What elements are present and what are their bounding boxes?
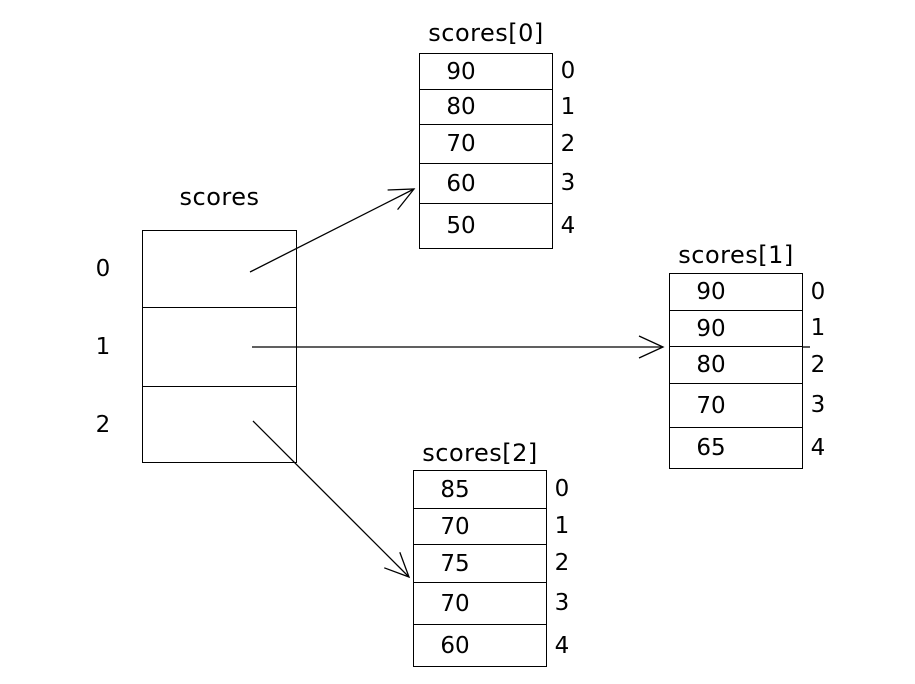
scores-2-indices: 0 1 2 3 4 [550, 470, 574, 667]
array-cell: 70 [414, 509, 546, 545]
array-cell: 65 [696, 435, 726, 461]
index-label: 2 [560, 130, 576, 157]
array-cell: 90 [670, 274, 802, 311]
array-cell: 90 [420, 54, 552, 90]
index-label: 3 [560, 170, 576, 196]
scores-1-indices: 0 1 2 3 4 [806, 273, 830, 469]
scores-1-title: scores[1] [678, 241, 794, 269]
index-label: 2 [95, 411, 111, 438]
index-label: 1 [560, 93, 576, 120]
index-label: 4 [560, 213, 576, 239]
array-cell: 70 [670, 384, 802, 428]
array-cell: 70 [414, 583, 546, 625]
scores-array-box [142, 230, 297, 463]
scores-2-title: scores[2] [422, 439, 538, 467]
array-cell: 85 [414, 471, 546, 509]
array-cell: 70 [420, 125, 552, 164]
index-label: 1 [810, 315, 826, 341]
index-label: 3 [554, 590, 570, 616]
index-label: 1 [554, 513, 570, 539]
scores-1-table: 90 90 80 70 65 [669, 273, 803, 469]
index-label: 0 [560, 58, 576, 84]
array-cell: 75 [414, 545, 546, 583]
scores-2-table: 85 70 75 70 60 [413, 470, 547, 667]
array-cell: 60 [440, 632, 470, 659]
index-label: 0 [810, 278, 826, 305]
scores-array-title: scores [179, 183, 260, 211]
pointer-cell-0 [143, 231, 296, 308]
index-label: 4 [810, 435, 826, 461]
pointer-cell-2 [143, 387, 296, 462]
index-label: 2 [554, 550, 570, 576]
array-cell: 80 [420, 90, 552, 125]
scores-0-table: 90 80 70 60 50 [419, 53, 553, 249]
array-cell: 80 [670, 347, 802, 384]
index-label: 0 [95, 255, 111, 282]
scores-array-indices: 0 1 2 [88, 230, 118, 463]
scores-0-title: scores[0] [428, 19, 544, 47]
pointer-cell-1 [143, 308, 296, 387]
scores-0-indices: 0 1 2 3 4 [556, 53, 580, 249]
index-label: 1 [95, 333, 111, 360]
index-label: 3 [810, 392, 826, 418]
index-label: 2 [810, 351, 826, 378]
array-cell: 90 [670, 311, 802, 347]
index-label: 4 [554, 632, 570, 659]
index-label: 0 [554, 476, 570, 502]
array-cell: 50 [446, 213, 476, 239]
array-cell: 60 [420, 164, 552, 204]
